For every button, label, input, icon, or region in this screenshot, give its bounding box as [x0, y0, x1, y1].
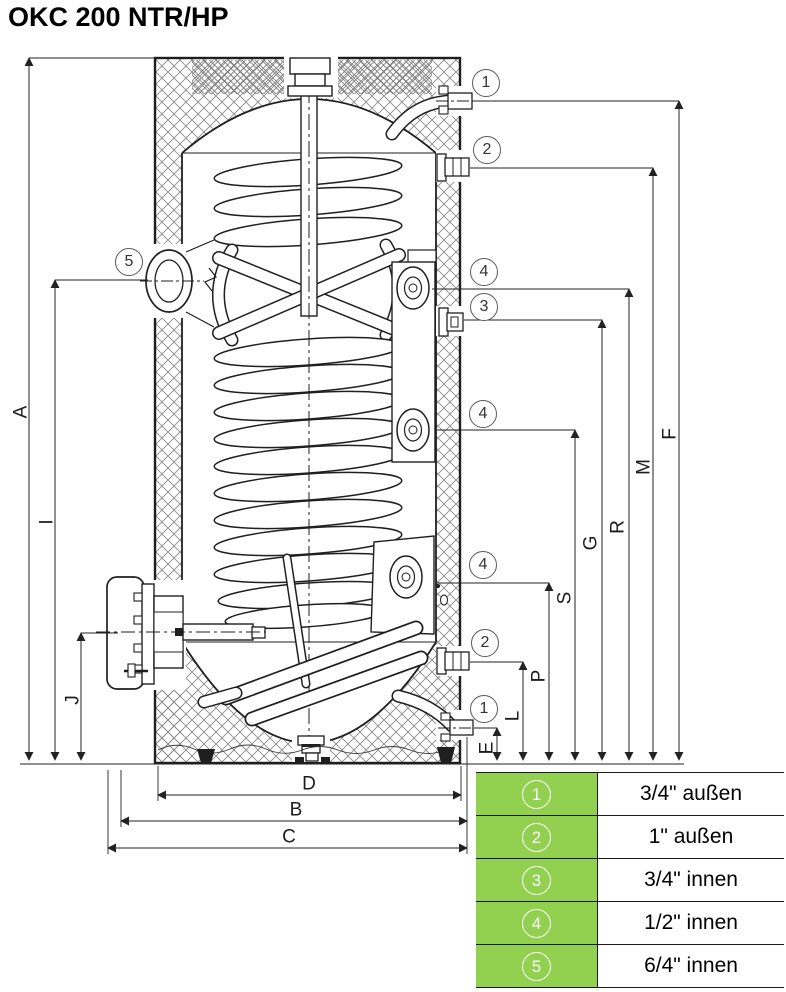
dim-label-m: M	[633, 459, 655, 475]
circled-number-icon: 4	[522, 908, 551, 938]
callout-2-bottom: 2	[471, 629, 499, 657]
legend-size-label: 1" außen	[648, 825, 734, 848]
callout-4-lower: 4	[469, 551, 497, 579]
callout-5: 5	[115, 248, 143, 276]
legend-row-3: 3 3/4" innen	[476, 859, 784, 902]
drain-fitting	[297, 735, 325, 762]
sensor-plate-upper	[391, 249, 437, 463]
top-fitting	[287, 57, 333, 97]
elbow-1-bottom	[391, 689, 482, 742]
sensor-plate-lower	[370, 535, 448, 635]
socket-2-top	[436, 153, 470, 182]
legend-size-label: 3/4" außen	[639, 782, 743, 805]
legend-size-label: 6/4" innen	[644, 954, 738, 977]
connection-legend-table: 1 3/4" außen 2 1" außen 3 3/4" innen 4 1…	[476, 772, 784, 988]
legend-size-label: 1/2" innen	[644, 911, 738, 934]
dim-label-b: B	[289, 799, 303, 821]
legend-symbol-cell: 4	[476, 902, 598, 944]
callout-1-top: 1	[472, 69, 500, 97]
legend-row-4: 4 1/2" innen	[476, 902, 784, 945]
circled-number-icon: 2	[522, 822, 551, 852]
dimension-lines	[20, 57, 684, 854]
legend-symbol-cell: 1	[476, 773, 598, 815]
dim-label-j: J	[62, 695, 84, 705]
dim-label-s: S	[554, 591, 576, 605]
dim-label-e: E	[476, 741, 498, 755]
circled-number-icon: 5	[522, 951, 551, 981]
circled-number-icon: 1	[522, 779, 551, 809]
legend-row-5: 5 6/4" innen	[476, 945, 784, 988]
dim-label-c: C	[282, 826, 296, 848]
callout-4-upper: 4	[470, 258, 498, 286]
socket-2-bottom	[436, 647, 470, 675]
dim-label-r: R	[607, 520, 629, 534]
legend-row-2: 2 1" außen	[476, 816, 784, 859]
heater-flange	[96, 576, 266, 690]
socket-3	[438, 307, 464, 337]
legend-size-label: 3/4" innen	[644, 868, 738, 891]
dim-label-l: L	[502, 710, 524, 722]
heat-exchanger-coil-lower	[213, 336, 403, 630]
bottom-heater-tubes	[197, 553, 429, 727]
flange-5	[140, 239, 217, 328]
base-details	[157, 744, 455, 763]
elbow-1-top	[385, 85, 480, 141]
dim-label-i: I	[36, 519, 58, 525]
legend-symbol-cell: 5	[476, 945, 598, 987]
legend-row-1: 1 3/4" außen	[476, 773, 784, 816]
dim-label-f: F	[659, 428, 681, 440]
dim-label-d: D	[302, 773, 316, 795]
dim-label-p: P	[528, 669, 550, 683]
dim-label-a: A	[10, 405, 32, 419]
callout-4-middle: 4	[469, 400, 497, 428]
callout-3: 3	[470, 293, 498, 321]
callout-2-top: 2	[473, 136, 501, 164]
callout-1-bottom: 1	[470, 695, 498, 723]
dim-label-g: G	[580, 535, 602, 551]
legend-symbol-cell: 2	[476, 816, 598, 858]
circled-number-icon: 3	[522, 865, 551, 895]
page-title: OKC 200 NTR/HP	[8, 2, 229, 32]
legend-symbol-cell: 3	[476, 859, 598, 901]
